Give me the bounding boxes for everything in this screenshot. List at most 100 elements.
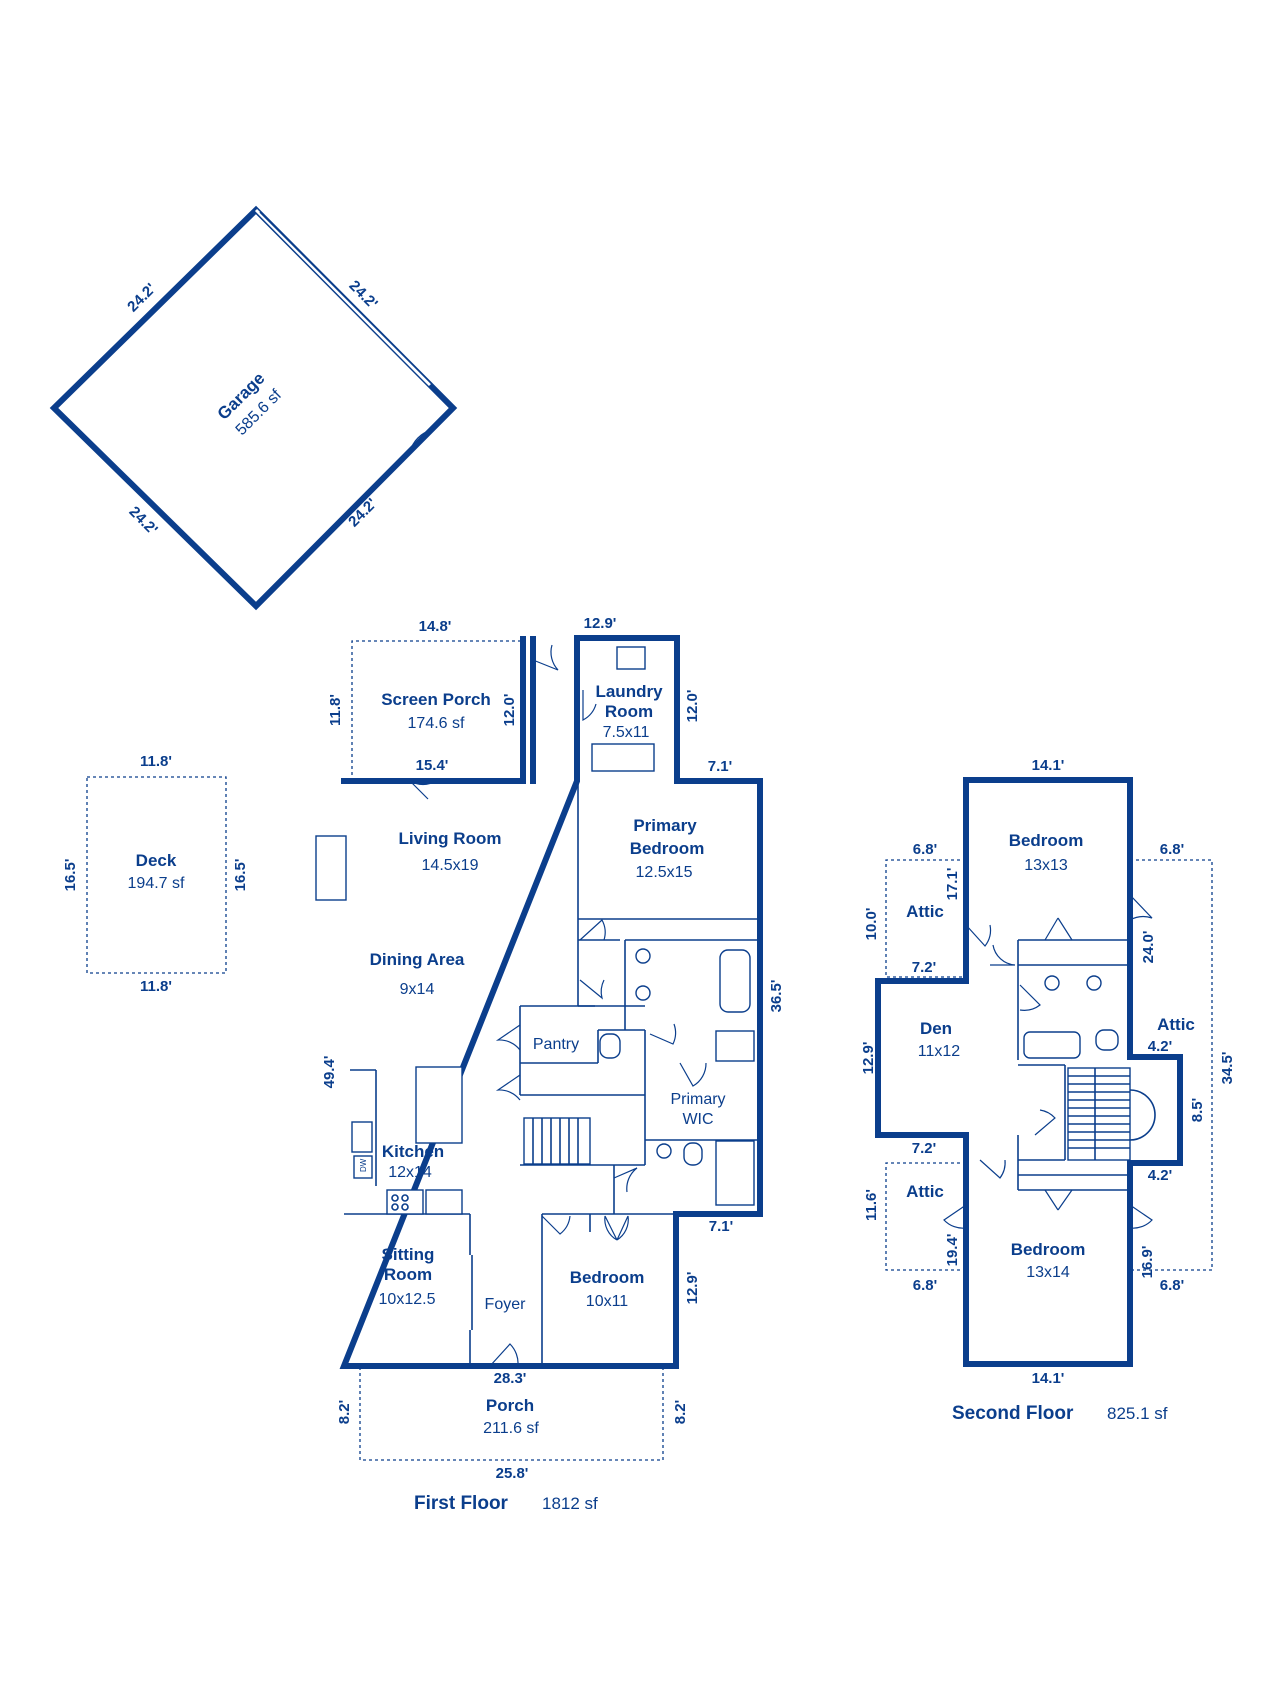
first-floor-interior-walls (344, 781, 760, 1366)
living-room-name: Living Room (399, 829, 502, 848)
dim-porch-bottom: 25.8' (496, 1465, 529, 1482)
dishwasher-label: DW (359, 1158, 368, 1172)
dim-2f-upper-left-attic: 6.8' (913, 841, 937, 858)
dim-2f-left-attic-upper: 10.0' (863, 908, 880, 941)
dim-2f-right-outer: 34.5' (1219, 1052, 1236, 1085)
kitchen-island (415, 1066, 463, 1144)
primary-bedroom-name-1: Primary (633, 816, 697, 835)
first-floor-area: 1812 sf (542, 1494, 598, 1513)
dim-step-bottom: 7.1' (709, 1218, 733, 1235)
pantry-name: Pantry (533, 1036, 579, 1053)
screen-porch-size: 174.6 sf (408, 715, 465, 732)
first-floor-label: First Floor (414, 1493, 509, 1514)
second-floor-toilet (1095, 1029, 1119, 1051)
sitting-room-name-2: Room (384, 1265, 432, 1284)
washer-dryer (591, 743, 655, 772)
deck-dim-right: 16.5' (232, 859, 249, 892)
dim-porch-left: 8.2' (336, 1400, 353, 1424)
bath-toilet-2 (683, 1142, 703, 1166)
screen-porch-name: Screen Porch (381, 690, 491, 709)
shower (715, 1030, 755, 1062)
fireplace (315, 835, 347, 901)
dim-laundry-right: 12.0' (684, 690, 701, 723)
second-floor-doors (943, 894, 1153, 1229)
deck: Deck 194.7 sf 11.8' 11.8' 16.5' 16.5' (62, 753, 249, 995)
second-bedroom-top-name: Bedroom (1009, 831, 1084, 850)
second-floor-interior-walls (1017, 939, 1130, 1191)
dim-2f-upper-right-attic: 6.8' (1160, 841, 1184, 858)
deck-area: 194.7 sf (128, 875, 185, 892)
dim-2f-stair-bottom: 4.2' (1148, 1167, 1172, 1184)
first-floor-stairs (523, 1117, 591, 1165)
second-floor-area: 825.1 sf (1107, 1404, 1168, 1423)
laundry-size: 7.5x11 (603, 724, 650, 741)
screen-porch-outline (351, 640, 523, 781)
primary-bedroom-size: 12.5x15 (636, 864, 693, 881)
dim-2f-bottom: 14.1' (1032, 1370, 1065, 1387)
second-bedroom-top-size: 13x13 (1024, 857, 1068, 874)
dim-2f-stair-top: 4.2' (1148, 1038, 1172, 1055)
deck-dim-left: 16.5' (62, 859, 79, 892)
attic-upper-left-name: Attic (906, 902, 944, 921)
den-name: Den (920, 1019, 952, 1038)
attic-upper-left-outline (885, 859, 966, 978)
dim-2f-top: 14.1' (1032, 757, 1065, 774)
bedroom-size: 10x11 (586, 1293, 629, 1310)
dining-area-size: 9x14 (400, 981, 435, 998)
dim-2f-left-attic-lower: 11.6' (863, 1189, 880, 1221)
garage-door[interactable] (408, 429, 433, 454)
dim-2f-right-upper: 24.0' (1140, 931, 1157, 964)
toilet (599, 1033, 621, 1059)
attic-right-outline (1130, 859, 1213, 1271)
first-floor: DW (315, 615, 785, 1514)
attic-lower-left-outline (885, 1162, 966, 1271)
laundry-name-2: Room (605, 702, 653, 721)
porch-name: Porch (486, 1396, 534, 1415)
dim-2f-stair-right: 8.5' (1189, 1098, 1206, 1122)
dim-screen-bottom: 15.4' (416, 757, 449, 774)
dim-screen-right: 12.0' (501, 694, 518, 727)
dishwasher (353, 1155, 373, 1179)
den-size: 11x12 (918, 1043, 961, 1060)
dim-step-top: 7.1' (708, 758, 732, 775)
attic-right-name: Attic (1157, 1015, 1195, 1034)
dim-2f-lower-left-attic: 6.8' (913, 1277, 937, 1294)
second-floor-exterior-walls (875, 777, 1183, 1367)
second-floor: Bedroom 13x13 Attic Attic Den 11x12 Atti… (860, 757, 1236, 1424)
second-floor-stairs (1067, 1067, 1156, 1161)
living-room-size: 14.5x19 (422, 857, 479, 874)
dim-left-side: 49.4' (321, 1056, 338, 1089)
primary-bedroom-name-2: Bedroom (630, 839, 705, 858)
laundry-name-1: Laundry (595, 682, 663, 701)
foyer-name: Foyer (485, 1296, 527, 1313)
primary-wic-name-1: Primary (670, 1091, 725, 1108)
second-bedroom-bottom-name: Bedroom (1011, 1240, 1086, 1259)
dim-2f-den-top: 7.2' (912, 959, 936, 976)
first-floor-doors (409, 644, 707, 1367)
primary-bath-fixtures (599, 948, 755, 1206)
kitchen-size: 12x14 (388, 1164, 432, 1181)
kitchen-name: Kitchen (382, 1142, 444, 1161)
dim-front: 28.3' (494, 1370, 527, 1387)
dim-laundry-top: 12.9' (584, 615, 617, 632)
sitting-room-size: 10x12.5 (379, 1291, 436, 1308)
deck-dim-top: 11.8' (140, 753, 172, 770)
shower-2 (715, 1140, 755, 1206)
second-floor-label: Second Floor (952, 1403, 1074, 1424)
kitchen-sink (351, 1121, 373, 1153)
second-floor-bath-fixtures (1023, 975, 1119, 1059)
bathtub (719, 949, 751, 1013)
porch-size: 211.6 sf (483, 1420, 539, 1437)
first-floor-exterior-walls (339, 635, 763, 1369)
dim-right-side: 36.5' (768, 980, 785, 1013)
attic-lower-left-name: Attic (906, 1182, 944, 1201)
dim-2f-den-left: 12.9' (860, 1042, 877, 1075)
dim-bedroom-right: 12.9' (684, 1272, 701, 1305)
dim-screen-left: 11.8' (327, 694, 344, 726)
garage: Garage 585.6 sf 24.2' 24.2' 24.2' 24.2' (49, 205, 458, 611)
deck-outline (86, 776, 227, 974)
dim-2f-den-bottom: 7.2' (912, 1140, 936, 1157)
laundry-sink (616, 646, 646, 670)
deck-name: Deck (136, 851, 177, 870)
